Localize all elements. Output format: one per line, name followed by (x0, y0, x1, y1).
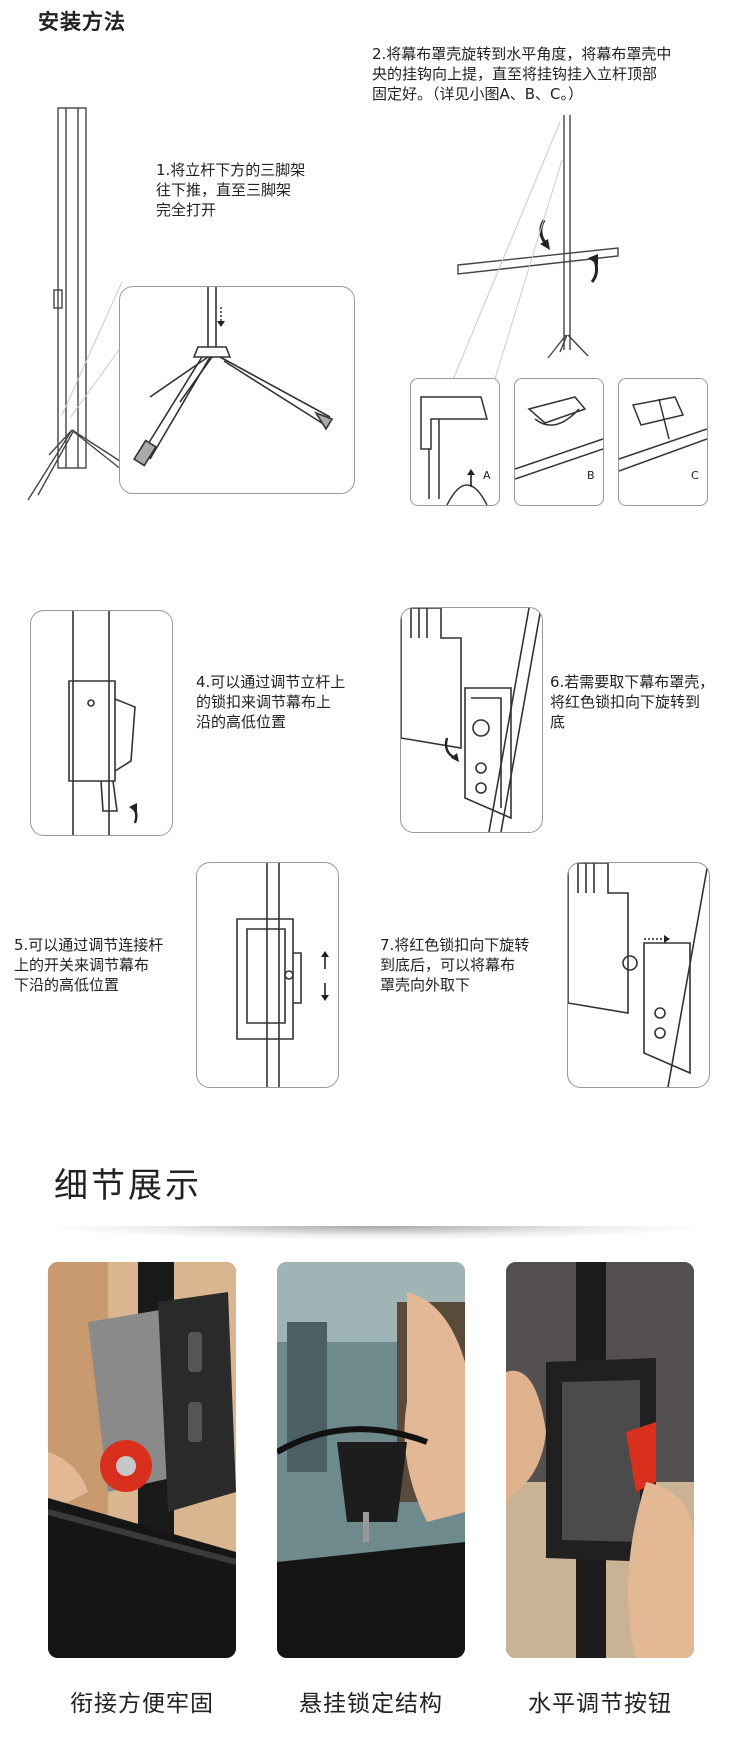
step5-text: 5.可以通过调节连接杆 上的开关来调节幕布 下沿的高低位置 (14, 936, 164, 994)
install-title: 安装方法 (38, 10, 126, 34)
tripod-detail-panel (119, 286, 355, 494)
step2-text: 2.将幕布罩壳旋转到水平角度，将幕布罩壳中 央的挂钩向上提，直至将挂钩挂入立杆顶… (372, 45, 672, 103)
caption-joint: 衔接方便牢固 (70, 1691, 214, 1717)
step6-text: 6.若需要取下幕布罩壳， 将红色锁扣向下旋转到 底 (550, 673, 715, 731)
red-lock-detail-panel (400, 607, 543, 833)
step7-text: 7.将红色锁扣向下旋转 到底后，可以将幕布 罩壳向外取下 (380, 936, 530, 994)
detail-panel-b: B (514, 378, 604, 506)
horizontal-screen-illustration (448, 110, 628, 360)
step4-text: 4.可以通过调节立杆上 的锁扣来调节幕布上 沿的高低位置 (196, 673, 346, 731)
remove-housing-detail-panel (567, 862, 710, 1088)
step1-text: 1.将立杆下方的三脚架 往下推，直至三脚架 完全打开 (156, 161, 306, 219)
detail-photo-level-button (506, 1262, 694, 1658)
lock-detail-panel (30, 610, 173, 836)
detail-panel-c: C (618, 378, 708, 506)
caption-hanging-lock: 悬挂锁定结构 (299, 1691, 443, 1717)
detail-photo-hanging-lock (277, 1262, 465, 1658)
guide-lines-1 (61, 281, 127, 419)
detail-photo-joint (48, 1262, 236, 1658)
caption-level-button: 水平调节按钮 (528, 1691, 672, 1717)
standing-screen-illustration (14, 100, 144, 510)
details-title: 细节展示 (54, 1166, 202, 1206)
section-divider (40, 1226, 710, 1240)
label-a: A (483, 469, 491, 482)
switch-detail-panel (196, 862, 339, 1088)
guide-lines-2 (451, 121, 563, 383)
detail-panel-a: A (410, 378, 500, 506)
label-c: C (691, 469, 699, 482)
label-b: B (587, 469, 595, 482)
